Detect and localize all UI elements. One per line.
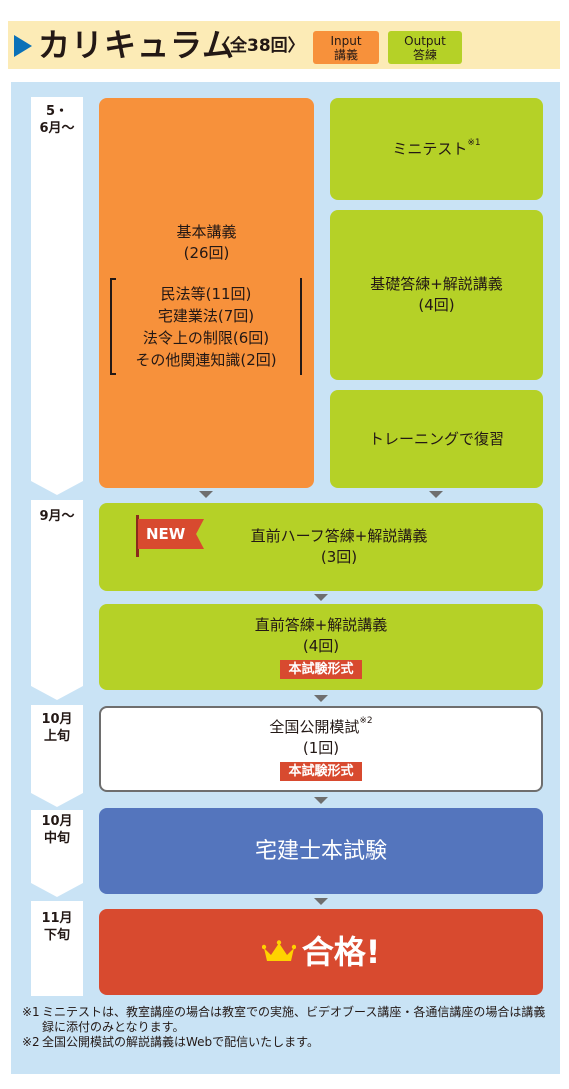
- output-badge: Output 答練: [388, 31, 462, 64]
- chokuzen-drill-box: 直前答練+解説講義 (4回) 本試験形式: [99, 604, 543, 690]
- down-arrow-icon: [314, 695, 328, 702]
- subject-item: その他関連知識(2回): [135, 351, 277, 369]
- zenkoku-count: (1回): [302, 739, 340, 757]
- timeline-label-may-june: 5・6月〜: [39, 104, 75, 136]
- timeline-label-november-late: 11月下旬: [41, 911, 73, 943]
- subject-item: 民法等(11回): [160, 285, 252, 303]
- subject-item: 法令上の制限(6回): [142, 329, 270, 347]
- kiso-title: 基礎答練+解説講義: [370, 275, 503, 293]
- input-badge: Input 講義: [313, 31, 379, 64]
- down-arrow-icon: [199, 491, 213, 498]
- minitest-note-mark: ※1: [467, 137, 481, 148]
- subject-list: 民法等(11回) 宅建業法(7回) 法令上の制限(6回) その他関連知識(2回): [110, 283, 302, 371]
- timeline-chevron: [31, 793, 83, 807]
- footnote: ※2 全国公開模試の解説講義はWebで配信いたします。: [22, 1035, 319, 1049]
- output-badge-label-ja: 答練: [412, 48, 437, 62]
- kiso-drill-box: 基礎答練+解説講義 (4回): [330, 210, 543, 380]
- output-badge-label-en: Output: [404, 34, 446, 48]
- timeline-chevron: [31, 686, 83, 700]
- chokuzen-title: 直前答練+解説講義: [254, 616, 388, 634]
- exam-format-tag: 本試験形式: [280, 660, 362, 679]
- kihon-count: (26回): [183, 244, 230, 262]
- input-badge-label-ja: 講義: [333, 48, 358, 62]
- minitest-label: ミニテスト: [392, 139, 468, 158]
- timeline-label-october-early: 10月上旬: [41, 712, 73, 744]
- flag-pole: [136, 515, 139, 557]
- timeline-label-september: 9月〜: [39, 509, 75, 524]
- exam-label: 宅建士本試験: [254, 838, 387, 864]
- zenkoku-title: 全国公開模試: [269, 718, 360, 736]
- timeline-label-october-mid: 10月中旬: [41, 814, 73, 846]
- kihon-title: 基本講義: [176, 223, 237, 241]
- kihon-lecture-box: 基本講義 (26回): [99, 98, 314, 488]
- training-label: トレーニングで復習: [368, 429, 504, 448]
- down-arrow-icon: [314, 594, 328, 601]
- half-title: 直前ハーフ答練+解説講義: [250, 527, 428, 545]
- zenkoku-mock-box: 全国公開模試※2 (1回) 本試験形式: [99, 706, 543, 792]
- pass-box: 合格!: [99, 909, 543, 995]
- training-box: トレーニングで復習: [330, 390, 543, 488]
- play-arrow-icon: [14, 35, 32, 57]
- footnotes: ※1 ミニテストは、教室講座の場合は教室での実施、ビデオブース講座・各通信講座の…: [22, 1005, 552, 1050]
- footnote: ※1 ミニテストは、教室講座の場合は教室での実施、ビデオブース講座・各通信講座の…: [22, 1005, 546, 1034]
- header-bar: [8, 21, 560, 69]
- input-badge-label-en: Input: [330, 34, 362, 48]
- timeline-chevron: [31, 883, 83, 897]
- half-count: (3回): [320, 548, 358, 566]
- main-exam-box: 宅建士本試験: [99, 808, 543, 894]
- zenkoku-note-mark: ※2: [359, 716, 373, 726]
- minitest-box: ミニテスト※1: [330, 98, 543, 200]
- down-arrow-icon: [314, 898, 328, 905]
- timeline-segment: [31, 901, 83, 996]
- timeline-chevron: [31, 481, 83, 495]
- subject-item: 宅建業法(7回): [157, 307, 255, 325]
- down-arrow-icon: [429, 491, 443, 498]
- pass-label: 合格!: [301, 933, 381, 971]
- down-arrow-icon: [314, 797, 328, 804]
- total-sessions: 〈全38回〉: [213, 36, 305, 56]
- new-flag-icon: NEW: [138, 519, 204, 549]
- chokuzen-count: (4回): [302, 637, 340, 655]
- timeline-segment: [31, 97, 83, 481]
- kiso-count: (4回): [418, 296, 455, 314]
- crown-icon: [261, 940, 296, 961]
- page-title: カリキュラム: [38, 26, 236, 64]
- timeline-segment: [31, 705, 83, 793]
- timeline-segment: [31, 810, 83, 883]
- timeline-segment: [31, 500, 83, 686]
- subject-bracket: [110, 278, 302, 375]
- exam-format-tag: 本試験形式: [280, 762, 362, 781]
